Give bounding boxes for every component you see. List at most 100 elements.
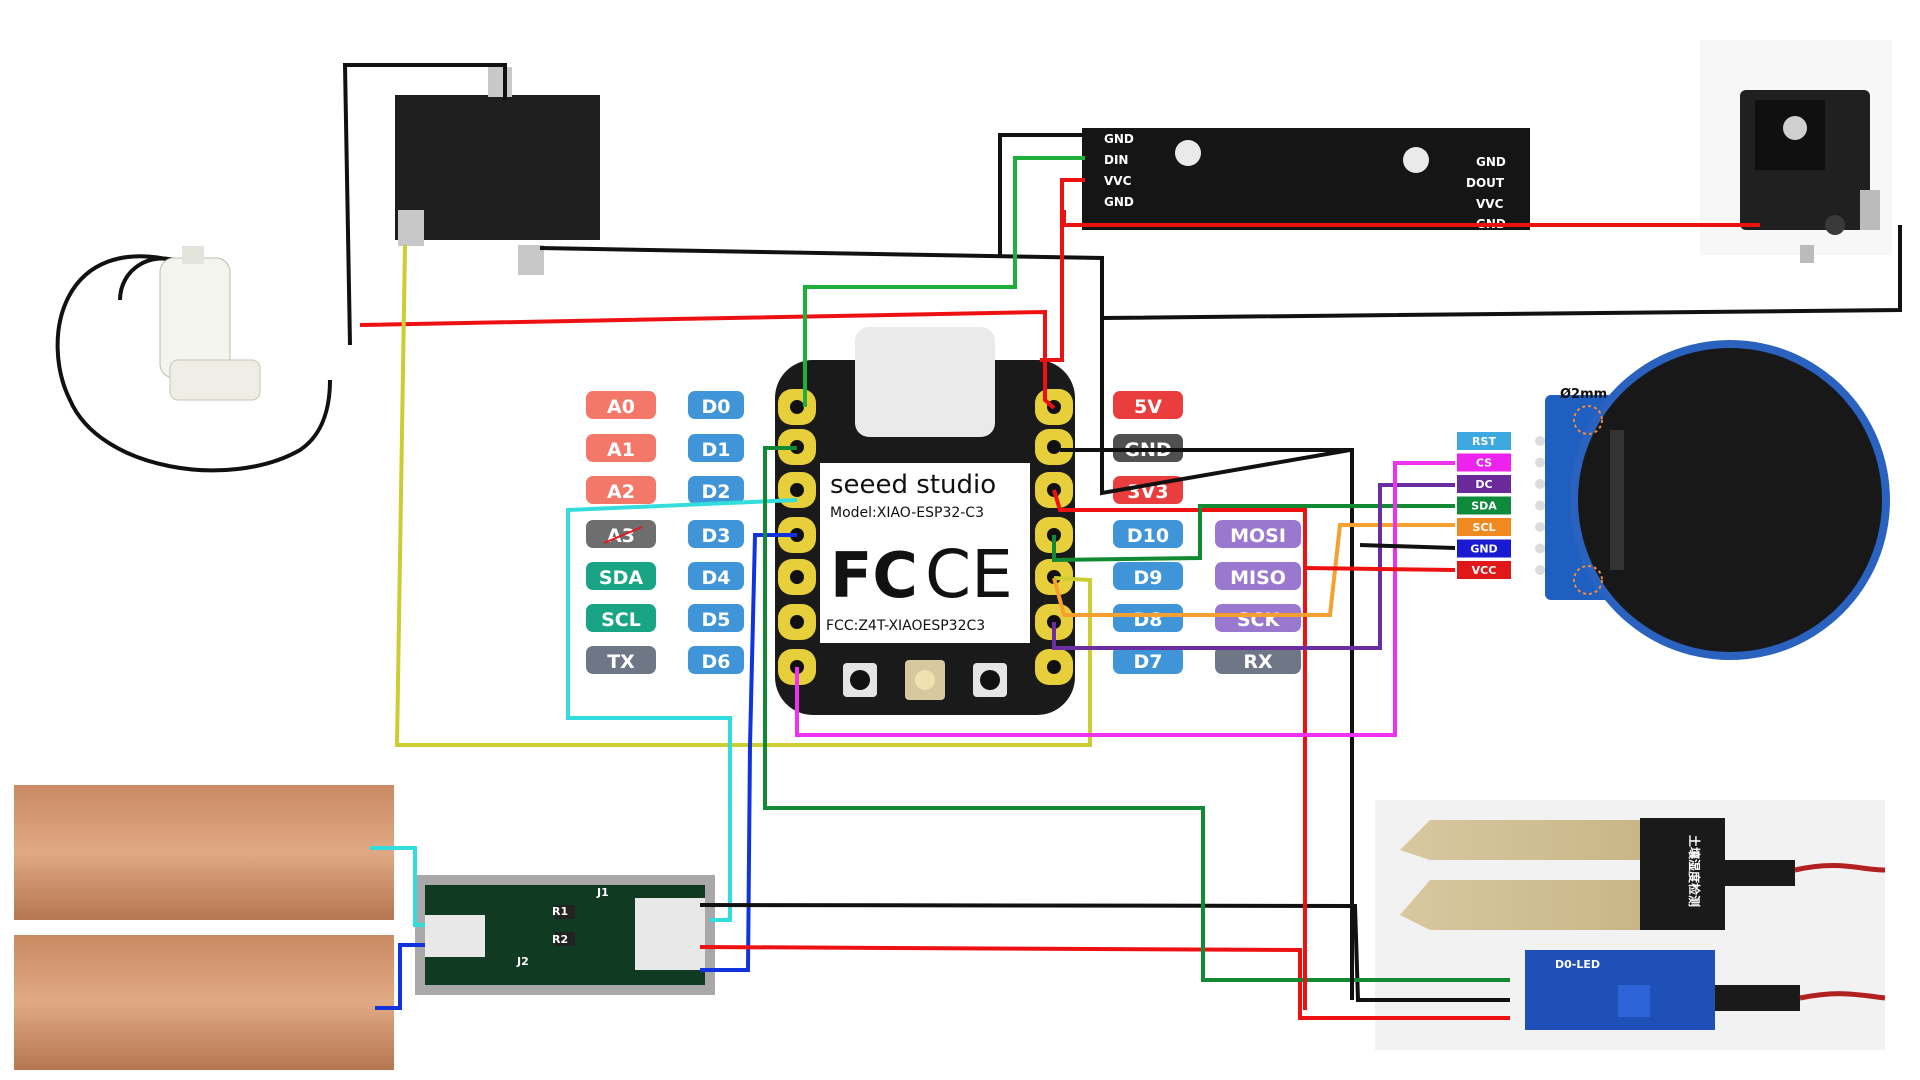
pin-label-d0: D0	[702, 396, 731, 418]
pin-label-pills: A0A1A2A3SDASCLTXD0D1D2D3D4D5D65VGND3V3D1…	[586, 391, 1301, 674]
strip-label-left-3: VVC	[1104, 174, 1132, 188]
strip-label-left-4: GND	[1104, 195, 1134, 209]
wire-strip-gnd	[998, 133, 1085, 258]
pin-label-rx-bg	[1215, 646, 1301, 674]
wire-pcb-black	[699, 903, 1510, 1002]
strip-label-left-2: DIN	[1104, 153, 1128, 167]
board-model: Model:XIAO-ESP32-C3	[830, 505, 984, 521]
pin-label-d5: D5	[702, 609, 731, 631]
wire-electrode-cyan	[370, 846, 425, 927]
wire-gnd-black	[1060, 448, 1354, 1000]
board-fcc-id: FCC:Z4T-XIAOESP32C3	[826, 618, 985, 634]
fc-logo: FC	[830, 539, 918, 612]
wire-sda-cyan	[566, 498, 798, 922]
board-brand: seeed studio	[830, 470, 996, 500]
pin-label-d1: D1	[702, 439, 731, 461]
display-pin-gnd	[1457, 539, 1511, 558]
wire-d1-darkgreen	[763, 446, 1510, 982]
pin-label-5v-bg	[1113, 391, 1183, 419]
pin-label-d2-bg	[688, 476, 744, 504]
pin-label-a0: A0	[607, 396, 635, 418]
pin-label-miso-bg	[1215, 562, 1301, 590]
display-pin-label-dc: DC	[1475, 478, 1492, 491]
pin-label-d4: D4	[702, 567, 731, 589]
pin-label-d10: D10	[1127, 525, 1169, 547]
led-strip: GND DIN VVC GND GND DOUT VVC GND	[1082, 128, 1530, 231]
wire-pump-red	[359, 309, 1056, 410]
soil-moisture-sensor: 土壤湿度检测 D0-LED	[1375, 800, 1886, 1050]
pin-label-a1-bg	[586, 434, 656, 462]
pin-label-scl-bg	[586, 604, 656, 632]
xiao-esp32-board: seeed studio Model:XIAO-ESP32-C3 FC CE F…	[775, 327, 1075, 715]
pin-label-d1-bg	[688, 434, 744, 462]
display-pin-scl	[1457, 518, 1511, 536]
pin-label-d2: D2	[702, 481, 731, 503]
sensor-chinese-label: 土壤湿度检测	[1687, 835, 1702, 907]
pin-label-d6: D6	[702, 651, 731, 673]
pin-label-miso: MISO	[1230, 567, 1286, 589]
strip-label-right-3: VVC	[1476, 197, 1504, 211]
pin-label-5v: 5V	[1134, 396, 1162, 418]
display-pin-dc	[1457, 475, 1511, 493]
wire-d10-green	[1052, 504, 1455, 563]
pin-label-d7: D7	[1134, 651, 1163, 673]
strip-label-right-2: DOUT	[1466, 176, 1505, 190]
pin-label-mosi: MOSI	[1230, 525, 1286, 547]
pin-label-tx: TX	[607, 651, 635, 673]
pin-label-sda: SDA	[599, 567, 643, 589]
sensor-module-text: D0-LED	[1555, 958, 1600, 971]
led-2	[1403, 147, 1429, 173]
wire-strip-vcc	[1040, 178, 1085, 362]
wire-d7-magenta	[795, 461, 1455, 737]
wire-jack-red	[1062, 210, 1760, 227]
display-pin-tags: RST CS DC SDA SCL GND VCC	[1457, 432, 1545, 579]
led-1	[1175, 140, 1201, 166]
pin-label-sda-bg	[586, 562, 656, 590]
dc-barrel-jack	[1700, 40, 1892, 263]
wire-pump-black	[342, 63, 507, 346]
pcb-label-j1: J1	[596, 886, 609, 899]
pin-label-d6-bg	[688, 646, 744, 674]
wire-transistor-gnd	[539, 246, 1351, 496]
pin-label-a2: A2	[607, 481, 635, 503]
wire-transistor-gate	[394, 244, 1092, 747]
pin-label-a0-bg	[586, 391, 656, 419]
strip-label-left-1: GND	[1104, 132, 1134, 146]
pin-label-scl: SCL	[601, 609, 641, 631]
pcb-label-r1: R1	[552, 905, 568, 918]
pin-label-a3-bg	[586, 520, 656, 548]
display-pin-vcc	[1457, 561, 1511, 579]
display-pin-label-gnd: GND	[1470, 543, 1497, 556]
pin-label-rx: RX	[1243, 651, 1273, 673]
copper-electrode-bottom	[14, 935, 394, 1070]
pin-label-a2-bg	[586, 476, 656, 504]
pin-label-d8: D8	[1134, 609, 1163, 631]
pin-label-d9: D9	[1134, 567, 1163, 589]
display-pin-sda	[1457, 496, 1511, 515]
pin-label-d3: D3	[702, 525, 731, 547]
wires	[342, 63, 1902, 1020]
pcb-label-r2: R2	[552, 933, 568, 946]
display-pin-label-cs: CS	[1476, 457, 1492, 470]
round-display-module: Ø2mm	[1545, 340, 1890, 660]
pin-label-d8-bg	[1113, 604, 1183, 632]
display-hole-label: Ø2mm	[1560, 387, 1607, 402]
display-pin-label-scl: SCL	[1472, 521, 1495, 534]
pin-label-d0-bg	[688, 391, 744, 419]
pin-label-sck: SCK	[1237, 609, 1281, 631]
wire-3v3-red	[1052, 489, 1307, 1010]
pin-label-d5-bg	[688, 604, 744, 632]
pin-label-d9-bg	[1113, 562, 1183, 590]
pin-label-d4-bg	[688, 562, 744, 590]
display-pin-label-sda: SDA	[1471, 500, 1497, 513]
wire-strip-din	[803, 156, 1085, 407]
display-pin-label-vcc: VCC	[1472, 564, 1497, 577]
display-pin-label-rst: RST	[1472, 435, 1496, 448]
strip-label-right-1: GND	[1476, 155, 1506, 169]
water-pump	[55, 246, 332, 473]
wire-electrode-blue	[375, 943, 425, 1010]
pin-label-a1: A1	[607, 439, 635, 461]
wire-d3-blue	[700, 533, 797, 972]
pin-label-d3-bg	[688, 520, 744, 548]
